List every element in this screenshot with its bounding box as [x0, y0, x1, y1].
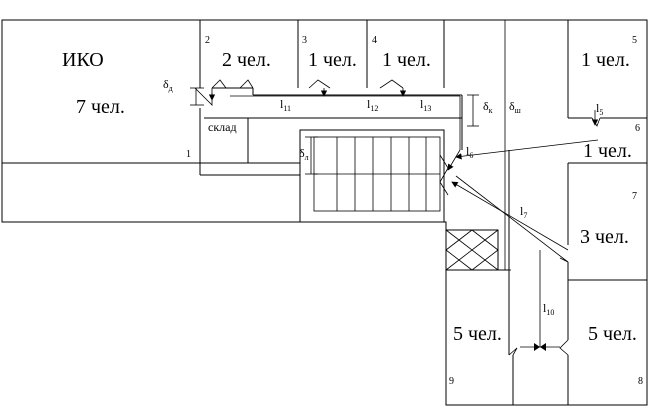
room-number-2: 2	[205, 35, 210, 46]
storage-label: склад	[208, 120, 237, 134]
room-number-9: 9	[449, 376, 454, 387]
room-iko-people: 7 чел.	[76, 96, 125, 118]
room-9-people: 5 чел.	[453, 323, 502, 345]
walls	[1, 19, 648, 406]
room-5-people: 1 чел.	[581, 49, 630, 71]
path-l12-label: l12	[367, 97, 378, 113]
path-l11-label: l11	[280, 97, 291, 113]
path-l10-label: l10	[543, 301, 554, 317]
delta-k-label: δк	[483, 99, 493, 115]
evacuation-paths	[208, 88, 599, 351]
doors	[194, 79, 601, 356]
room-6-people: 1 чел.	[583, 140, 632, 162]
room-number-1: 1	[186, 149, 191, 160]
path-l7-label: l7	[520, 204, 527, 220]
path-l13-label: l13	[420, 97, 431, 113]
room-number-8: 8	[638, 376, 643, 387]
room-2-people: 2 чел.	[222, 49, 271, 71]
delta-sh-label: δш	[509, 99, 522, 115]
delta-d-label: δд	[163, 77, 173, 93]
dimension-lines	[190, 19, 511, 271]
room-4-people: 1 чел.	[382, 49, 431, 71]
room-number-5: 5	[632, 35, 637, 46]
room-7-people: 3 чел.	[580, 226, 629, 248]
room-3-people: 1 чел.	[308, 49, 357, 71]
path-l5-label: l5	[596, 101, 603, 117]
room-number-3: 3	[302, 35, 307, 46]
room-number-4: 4	[372, 35, 377, 46]
room-iko-title: ИКО	[62, 49, 104, 71]
room-number-7: 7	[632, 191, 637, 202]
path-l6-label: l6	[466, 144, 473, 160]
room-number-6: 6	[635, 123, 640, 134]
room-8-people: 5 чел.	[588, 323, 637, 345]
delta-l-label: δл	[299, 146, 309, 162]
